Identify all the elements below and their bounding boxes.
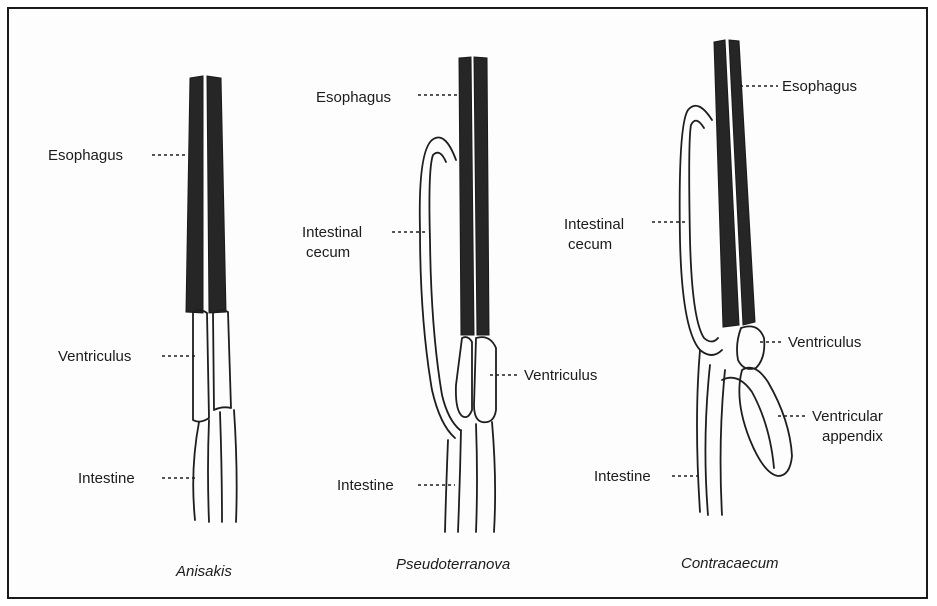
pseudoterranova-cecum-label-line1: Intestinal bbox=[302, 224, 362, 241]
pseudoterranova-esophagus-left bbox=[459, 57, 474, 335]
pseudoterranova-esophagus-label: Esophagus bbox=[316, 89, 391, 106]
contracaecum-intestine bbox=[697, 350, 725, 515]
contracaecum-cecum bbox=[680, 106, 722, 355]
contracaecum-appendix-label-line1: Ventricular bbox=[812, 408, 883, 425]
contracaecum-cecum-label-line1: Intestinal bbox=[564, 216, 624, 233]
contracaecum-ventriculus-label: Ventriculus bbox=[788, 334, 861, 351]
contracaecum-caption: Contracaecum bbox=[681, 555, 779, 572]
contracaecum-ventriculus bbox=[737, 326, 764, 369]
pseudoterranova-ventriculus bbox=[456, 337, 496, 422]
contracaecum-cecum-label-line2: cecum bbox=[568, 236, 612, 253]
anisakis-intestine-label: Intestine bbox=[78, 470, 135, 487]
panel-anisakis: Esophagus Ventriculus Intestine Anisakis bbox=[48, 76, 237, 580]
anisakis-esophagus-left bbox=[186, 76, 203, 313]
pseudoterranova-cecum-label-line2: cecum bbox=[306, 244, 350, 261]
pseudoterranova-intestine bbox=[445, 422, 495, 532]
pseudoterranova-cecum bbox=[420, 138, 460, 439]
pseudoterranova-intestine-label: Intestine bbox=[337, 477, 394, 494]
anisakis-esophagus-label: Esophagus bbox=[48, 147, 123, 164]
contracaecum-appendix bbox=[722, 368, 792, 476]
contracaecum-esophagus-label: Esophagus bbox=[782, 78, 857, 95]
contracaecum-intestine-label: Intestine bbox=[594, 468, 651, 485]
panel-contracaecum: Esophagus Intestinal cecum Ventriculus V… bbox=[564, 40, 883, 572]
anisakis-caption: Anisakis bbox=[175, 563, 232, 580]
panel-pseudoterranova: Esophagus Intestinal cecum Ventriculus I… bbox=[302, 57, 597, 573]
anisakis-ventriculus bbox=[193, 310, 231, 421]
anisakis-esophagus-right bbox=[207, 76, 226, 313]
anisakis-intestine bbox=[193, 410, 236, 522]
pseudoterranova-ventriculus-label: Ventriculus bbox=[524, 367, 597, 384]
anisakis-ventriculus-label: Ventriculus bbox=[58, 348, 131, 365]
contracaecum-appendix-label-line2: appendix bbox=[822, 428, 883, 445]
pseudoterranova-esophagus-right bbox=[474, 57, 489, 335]
pseudoterranova-caption: Pseudoterranova bbox=[396, 556, 510, 573]
